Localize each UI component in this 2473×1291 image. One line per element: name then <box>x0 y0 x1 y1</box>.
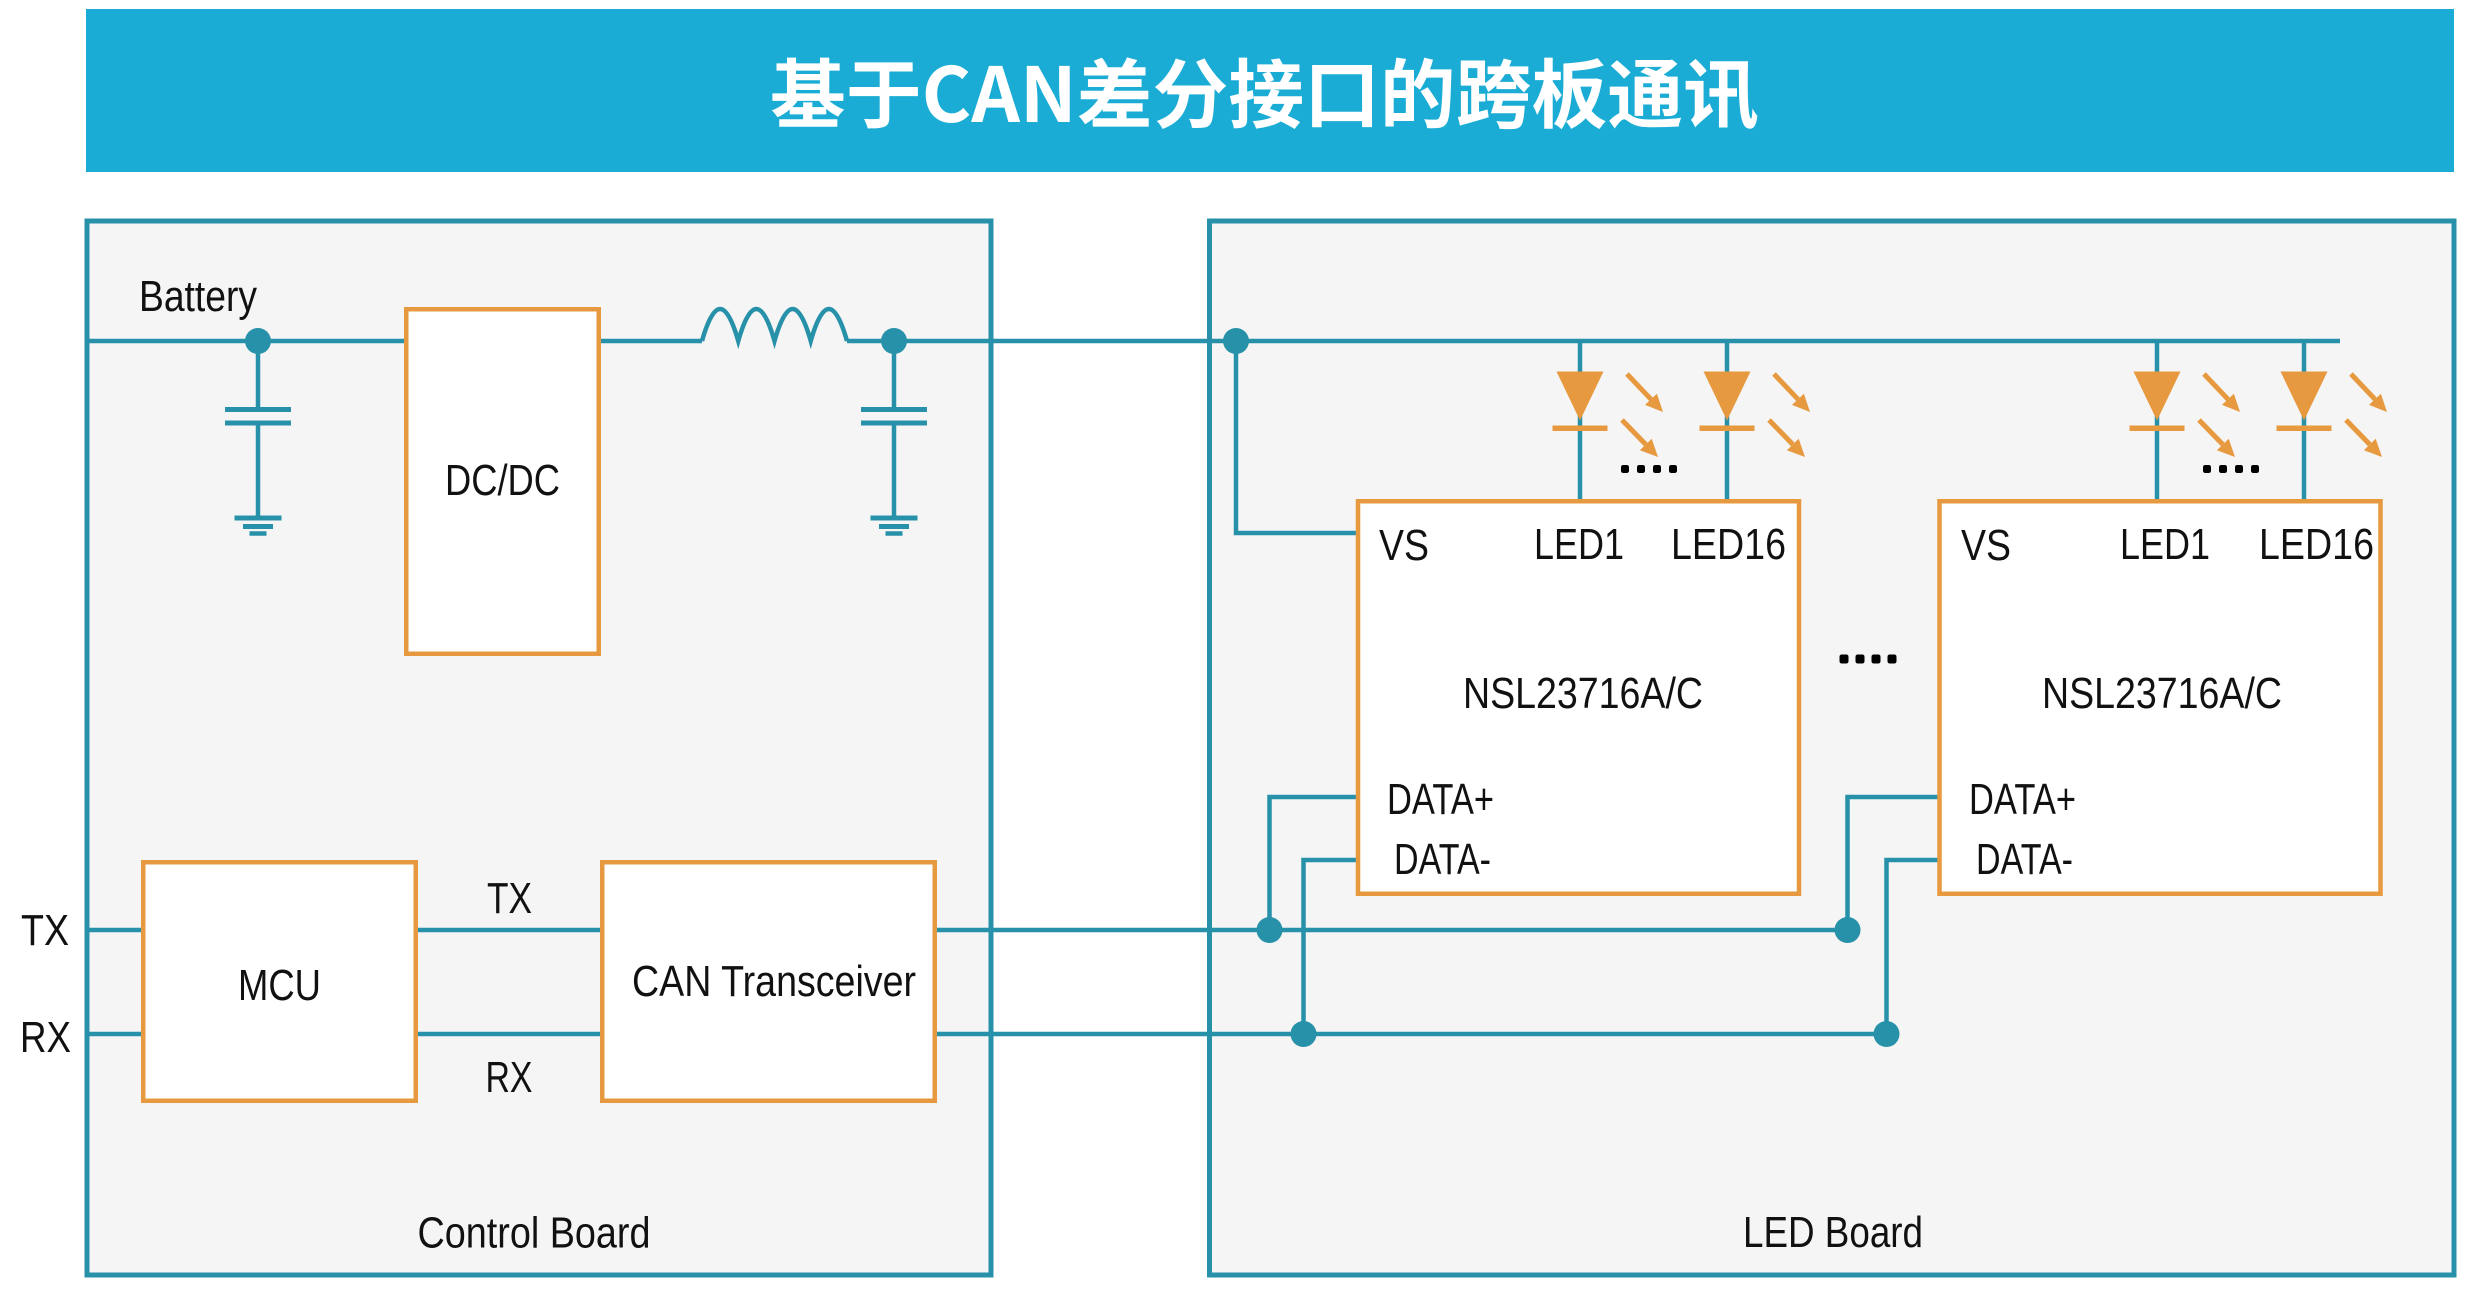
svg-text:LED16: LED16 <box>2259 520 2374 569</box>
svg-text:RX: RX <box>486 1053 533 1102</box>
svg-text:NSL23716A/C: NSL23716A/C <box>2042 669 2282 718</box>
svg-text:DC/DC: DC/DC <box>445 456 560 505</box>
svg-text:NSL23716A/C: NSL23716A/C <box>1463 669 1703 718</box>
svg-text:DATA+: DATA+ <box>1969 775 2076 824</box>
svg-text:CAN Transceiver: CAN Transceiver <box>632 957 916 1006</box>
svg-text:LED1: LED1 <box>1534 520 1624 569</box>
svg-text:VS: VS <box>1961 521 2011 570</box>
svg-text:Battery: Battery <box>139 272 257 321</box>
svg-text:LED16: LED16 <box>1671 520 1786 569</box>
svg-text:VS: VS <box>1379 521 1429 570</box>
svg-text:DATA-: DATA- <box>1976 835 2073 884</box>
svg-text:Control Board: Control Board <box>418 1209 651 1258</box>
svg-text:RX: RX <box>20 1013 71 1062</box>
svg-text:TX: TX <box>21 906 69 955</box>
svg-text:MCU: MCU <box>238 961 321 1010</box>
svg-text:LED Board: LED Board <box>1743 1208 1923 1257</box>
svg-text:LED1: LED1 <box>2120 520 2210 569</box>
svg-text:TX: TX <box>487 874 532 923</box>
svg-text:DATA+: DATA+ <box>1387 775 1494 824</box>
svg-text:DATA-: DATA- <box>1394 835 1491 884</box>
